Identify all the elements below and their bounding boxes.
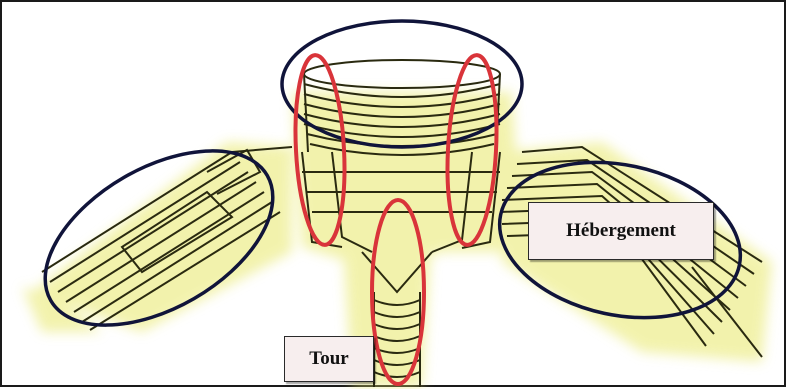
hebergement-label: Hébergement	[528, 202, 714, 260]
tour-label: Tour	[284, 336, 374, 382]
